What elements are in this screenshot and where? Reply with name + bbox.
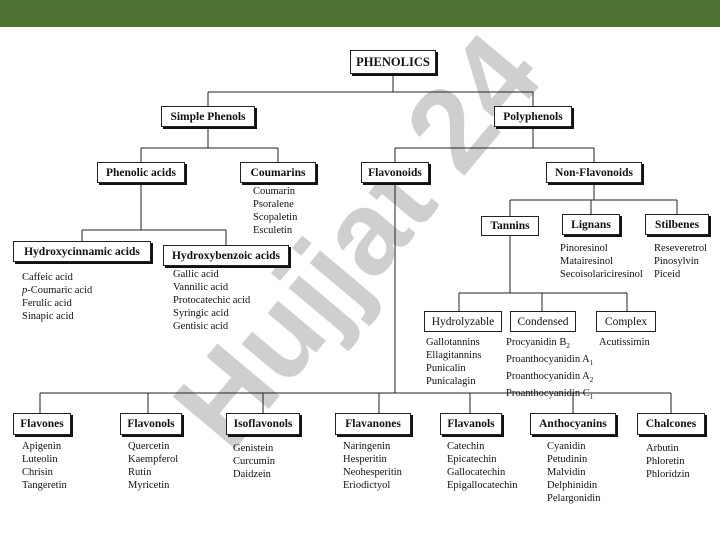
isoflavonols-item-2: Daidzein bbox=[233, 469, 271, 480]
node-non-flavonoids: Non-Flavonoids bbox=[546, 162, 642, 183]
flavanones-item-0: Naringenin bbox=[343, 441, 391, 452]
lignans-item-0: Pinoresinol bbox=[560, 243, 608, 254]
flavones-item-1: Luteolin bbox=[22, 454, 58, 465]
lignans-item-1: Matairesinol bbox=[560, 256, 614, 267]
anthocyanins-item-4: Pelargonidin bbox=[547, 493, 601, 504]
anthocyanins-item-2: Malvidin bbox=[547, 467, 586, 478]
node-flavanols: Flavanols bbox=[440, 413, 502, 435]
node-hydrolyzable: Hydrolyzable bbox=[424, 311, 502, 332]
node-flavanones: Flavanones bbox=[335, 413, 411, 435]
isoflavonols-item-0: Genistein bbox=[233, 443, 274, 454]
hydroxybenzoic-item-4: Gentisic acid bbox=[173, 321, 229, 332]
node-flavonoids: Flavonoids bbox=[361, 162, 429, 183]
node-polyphenols: Polyphenols bbox=[494, 106, 572, 127]
header-bar bbox=[0, 0, 720, 27]
flavones-item-2: Chrisin bbox=[22, 467, 53, 478]
isoflavonols-item-1: Curcumin bbox=[233, 456, 275, 467]
node-simple-phenols: Simple Phenols bbox=[161, 106, 255, 127]
node-tannins: Tannins bbox=[481, 216, 539, 236]
chalcones-item-2: Phloridzin bbox=[646, 469, 690, 480]
flavanols-item-2: Gallocatechin bbox=[447, 467, 506, 478]
coumarins-item-1: Psoralene bbox=[253, 199, 294, 210]
hydroxybenzoic-item-1: Vannilic acid bbox=[173, 282, 229, 293]
flavonols-item-2: Rutin bbox=[128, 467, 152, 478]
node-phenolic-acids: Phenolic acids bbox=[97, 162, 185, 183]
hydrolyzable-item-2: Punicalin bbox=[426, 363, 466, 374]
flavones-item-0: Apigenin bbox=[22, 441, 62, 452]
chalcones-item-1: Phloretin bbox=[646, 456, 685, 467]
flavonols-item-0: Quercetin bbox=[128, 441, 170, 452]
flavonols-item-3: Myricetin bbox=[128, 480, 170, 491]
anthocyanins-item-1: Petudinin bbox=[547, 454, 588, 465]
node-flavonols: Flavonols bbox=[120, 413, 182, 435]
hydroxycinnamic-item-3: Sinapic acid bbox=[22, 311, 74, 322]
node-condensed: Condensed bbox=[510, 311, 576, 332]
hydroxybenzoic-item-2: Protocatechic acid bbox=[173, 295, 251, 306]
flavanols-item-0: Catechin bbox=[447, 441, 485, 452]
node-stilbenes: Stilbenes bbox=[645, 214, 709, 235]
node-flavones: Flavones bbox=[13, 413, 71, 435]
hydrolyzable-item-0: Gallotannins bbox=[426, 337, 480, 348]
node-phenolics: PHENOLICS bbox=[350, 50, 436, 74]
flavones-item-3: Tangeretin bbox=[22, 480, 67, 491]
condensed-item-0: Procyanidin B2 bbox=[506, 337, 570, 351]
hydroxycinnamic-item-2: Ferulic acid bbox=[22, 298, 72, 309]
hydroxybenzoic-item-3: Syringic acid bbox=[173, 308, 229, 319]
node-isoflavonols: Isoflavonols bbox=[226, 413, 300, 435]
list-complex: Acutissimin bbox=[599, 336, 650, 349]
hydrolyzable-item-3: Punicalagin bbox=[426, 376, 476, 387]
anthocyanins-item-0: Cyanidin bbox=[547, 441, 586, 452]
chalcones-item-0: Arbutin bbox=[646, 443, 679, 454]
node-anthocyanins: Anthocyanins bbox=[530, 413, 616, 435]
flavanones-item-2: Neohesperitin bbox=[343, 467, 402, 478]
lignans-item-2: Secoisolariciresinol bbox=[560, 269, 643, 280]
node-hydroxybenzoic-acids: Hydroxybenzoic acids bbox=[163, 245, 289, 266]
node-lignans: Lignans bbox=[562, 214, 620, 235]
coumarins-item-2: Scopaletin bbox=[253, 212, 298, 223]
coumarins-item-0: Coumarin bbox=[253, 186, 295, 197]
node-chalcones: Chalcones bbox=[637, 413, 705, 435]
flavanols-item-3: Epigallocatechin bbox=[447, 480, 518, 491]
condensed-item-1: Proanthocyanidin A1 bbox=[506, 354, 594, 368]
stilbenes-item-0: Reseveretrol bbox=[654, 243, 708, 254]
stilbenes-item-1: Pinosylvin bbox=[654, 256, 699, 267]
flavanones-item-1: Hesperitin bbox=[343, 454, 387, 465]
anthocyanins-item-3: Delphinidin bbox=[547, 480, 598, 491]
flavonols-item-1: Kaempferol bbox=[128, 454, 179, 465]
node-coumarins: Coumarins bbox=[240, 162, 316, 183]
flavanones-item-3: Eriodictyol bbox=[343, 480, 391, 491]
node-hydroxycinnamic-acids: Hydroxycinnamic acids bbox=[13, 241, 151, 262]
hydroxycinnamic-item-0: Caffeic acid bbox=[22, 272, 73, 283]
hydrolyzable-item-1: Ellagitannins bbox=[426, 350, 482, 361]
complex-item-0: Acutissimin bbox=[599, 337, 650, 348]
flavanols-item-1: Epicatechin bbox=[447, 454, 497, 465]
condensed-item-3: Proanthocyanidin C1 bbox=[506, 388, 594, 402]
coumarins-item-3: Esculetin bbox=[253, 225, 293, 236]
node-complex: Complex bbox=[596, 311, 656, 332]
condensed-item-2: Proanthocyanidin A2 bbox=[506, 371, 594, 385]
stilbenes-item-2: Piceid bbox=[654, 269, 681, 280]
list-condensed: Procyanidin B2 Proanthocyanidin A1 Proanth… bbox=[506, 336, 593, 404]
hydroxycinnamic-item-1: p-Coumaric acid bbox=[22, 285, 93, 296]
hydroxybenzoic-item-0: Gallic acid bbox=[173, 269, 219, 280]
